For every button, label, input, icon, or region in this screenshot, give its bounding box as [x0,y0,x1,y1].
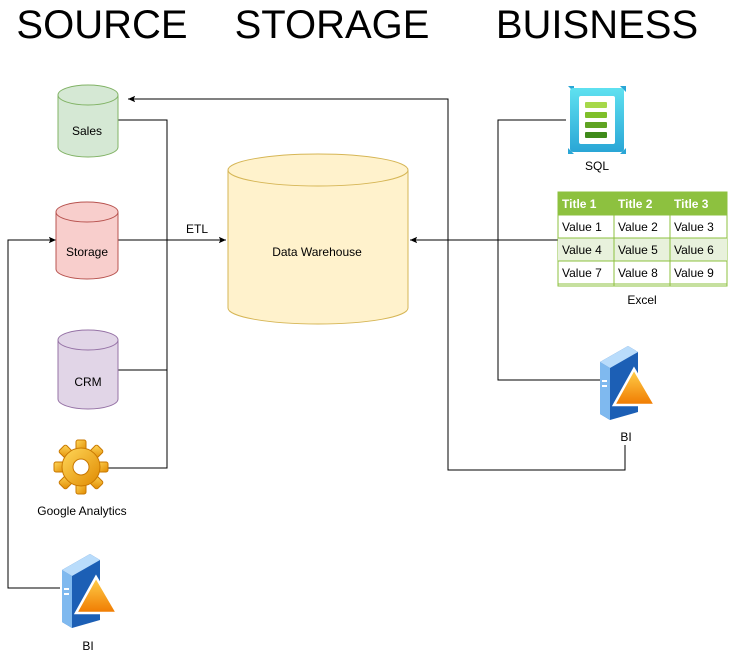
edge-sql-bi-bus [497,119,600,381]
etl-label: ETL [186,222,208,236]
bi-server-icon[interactable] [600,346,658,420]
data-warehouse[interactable]: Data Warehouse [227,153,409,325]
crm-database[interactable]: CRM [57,329,119,410]
excel-cell: Value 1 [562,220,602,234]
sql-label: SQL [585,159,609,173]
heading-storage: STORAGE [235,3,430,47]
excel-cell: Value 3 [674,220,714,234]
bi-source-label: BI [82,639,93,653]
bi-server-icon[interactable] [62,554,120,628]
edge-sales-bus [107,119,168,469]
excel-cell: Value 4 [562,243,602,257]
sales-label: Sales [72,124,102,138]
excel-cell: Value 2 [618,220,658,234]
excel-cell: Value 5 [618,243,658,257]
heading-business: BUISNESS [496,3,698,47]
google-analytics-label: Google Analytics [37,504,126,518]
heading-source: SOURCE [16,3,187,47]
storage-label: Storage [66,245,108,259]
gear-icon[interactable] [53,439,109,495]
excel-header-cell: Title 1 [562,197,597,211]
excel-cell: Value 6 [674,243,714,257]
storage-database[interactable]: Storage [55,201,119,280]
excel-label: Excel [627,293,656,307]
excel-alt-row [558,238,727,261]
crm-label: CRM [74,375,101,389]
excel-header-cell: Title 2 [618,197,653,211]
excel-cell: Value 9 [674,266,714,280]
warehouse-label: Data Warehouse [272,245,362,259]
edge-bi-to-storage [7,236,60,589]
excel-cell: Value 8 [618,266,658,280]
edge-bi-to-sales [127,95,626,471]
excel-cell: Value 7 [562,266,602,280]
excel-header-cell: Title 3 [674,197,709,211]
sql-icon[interactable] [568,86,626,154]
excel-header-row [558,192,727,215]
sales-database[interactable]: Sales [57,84,119,158]
excel-table[interactable]: Title 1 Title 2 Title 3 Value 1 Value 2 … [557,191,728,287]
bi-business-label: BI [620,430,631,444]
